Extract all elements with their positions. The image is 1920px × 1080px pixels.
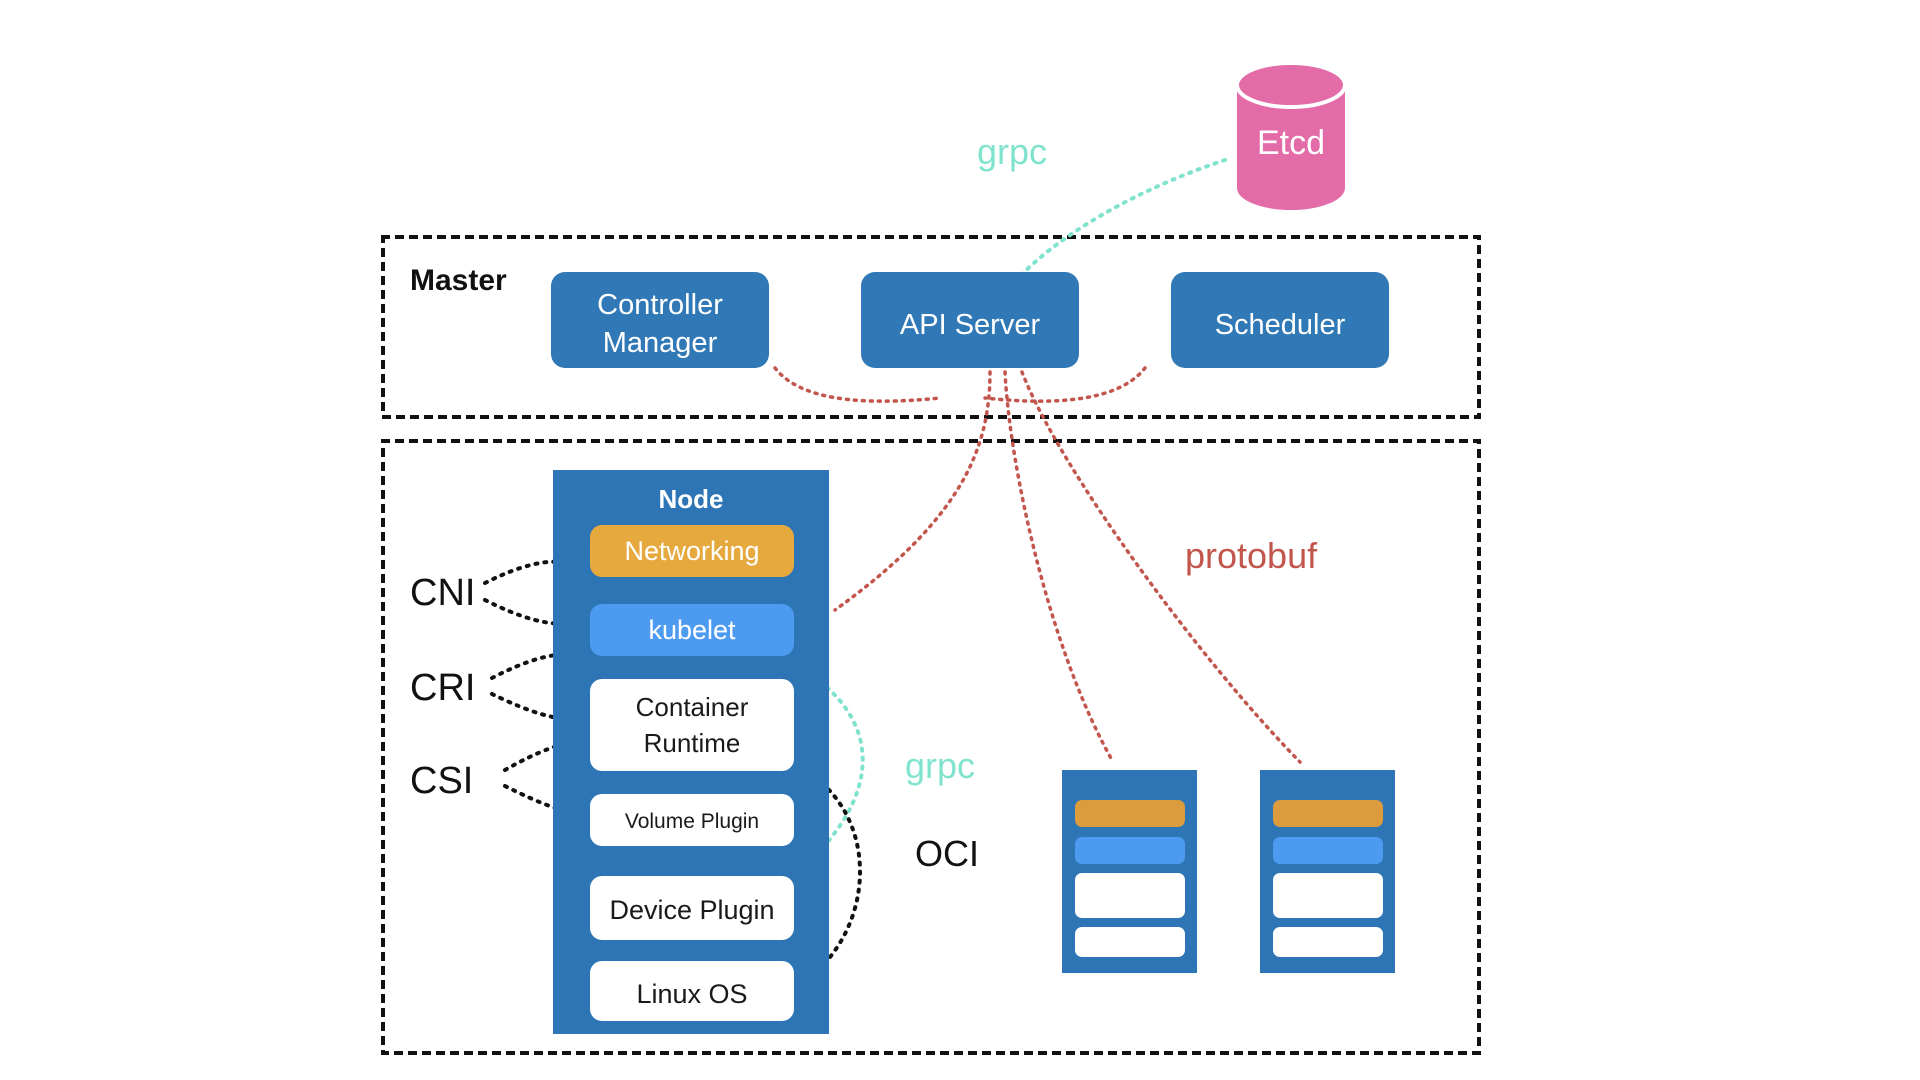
node-column[interactable]: Node Networking kubelet Container Runtim… xyxy=(553,470,829,1034)
node-linux-os-box[interactable]: Linux OS xyxy=(590,961,794,1021)
node-container-runtime-rect xyxy=(590,679,794,771)
node-kubelet-rect xyxy=(590,604,794,656)
connector-apiserver-scheduler xyxy=(983,366,1147,403)
node-volume-plugin-box[interactable]: Volume Plugin xyxy=(590,794,794,846)
pod-box-2[interactable] xyxy=(1260,770,1395,973)
node-device-plugin-label: Device Plugin xyxy=(609,895,774,925)
scheduler-rect xyxy=(1171,272,1389,368)
api-server-box[interactable]: API Server xyxy=(861,272,1079,368)
node-label: Node xyxy=(659,484,724,514)
node-device-plugin-box[interactable]: Device Plugin xyxy=(590,876,794,940)
controller-manager-label-line1: Controller xyxy=(597,289,723,321)
scheduler-label: Scheduler xyxy=(1215,309,1346,341)
node-kubelet-box[interactable]: kubelet xyxy=(590,604,794,656)
node-volume-plugin-label: Volume Plugin xyxy=(625,810,759,833)
node-linux-os-label: Linux OS xyxy=(636,979,747,1009)
connector-apiserver-pod1 xyxy=(1003,370,1114,762)
connector-apiserver-kubelet xyxy=(833,370,992,612)
pod-1-stripe-white-tall xyxy=(1075,873,1185,918)
pod-2-stripe-white-tall xyxy=(1273,873,1383,918)
pod-2-stripe-amber xyxy=(1273,800,1383,827)
protocol-label-grpc-etcd: grpc xyxy=(977,131,1047,172)
protocol-label-protobuf: protobuf xyxy=(1185,535,1318,576)
pod-1-stripe-blue xyxy=(1075,837,1185,864)
master-label: Master xyxy=(410,264,507,297)
connector-apiserver-controllermanager xyxy=(773,366,942,403)
pod-1-stripe-white-short xyxy=(1075,927,1185,957)
interface-label-cni: CNI xyxy=(410,572,475,614)
connector-oci xyxy=(798,766,862,987)
pod-box-1[interactable] xyxy=(1062,770,1197,973)
etcd-body xyxy=(1237,85,1345,210)
protocol-label-oci: OCI xyxy=(915,833,979,874)
pod-1-stripe-amber xyxy=(1075,800,1185,827)
controller-manager-box[interactable]: Controller Manager xyxy=(551,272,769,368)
node-container-runtime-box[interactable]: Container Runtime xyxy=(590,679,794,771)
master-boundary xyxy=(381,235,1481,419)
etcd-top xyxy=(1235,61,1347,109)
interface-label-csi: CSI xyxy=(410,760,473,802)
node-container-runtime-label-line2: Runtime xyxy=(644,728,741,758)
node-networking-rect xyxy=(590,525,794,577)
api-server-rect xyxy=(861,272,1079,368)
node-container-runtime-label-line1: Container xyxy=(636,692,749,722)
pod-2-stripe-blue xyxy=(1273,837,1383,864)
pod-2-stripe-white-short xyxy=(1273,927,1383,957)
interface-label-cri: CRI xyxy=(410,667,475,709)
etcd-cylinder[interactable]: Etcd xyxy=(1235,61,1347,210)
protocol-label-grpc-cri: grpc xyxy=(905,745,975,786)
node-networking-label: Networking xyxy=(624,536,759,566)
node-networking-box[interactable]: Networking xyxy=(590,525,794,577)
node-linux-os-rect xyxy=(590,961,794,1021)
etcd-label: Etcd xyxy=(1257,124,1325,162)
controller-manager-rect xyxy=(551,272,769,368)
node-kubelet-label: kubelet xyxy=(648,615,736,645)
connector-apiserver-pod2 xyxy=(1020,370,1302,764)
node-boundary xyxy=(381,439,1481,1055)
node-device-plugin-rect xyxy=(590,876,794,940)
node-volume-plugin-rect xyxy=(590,794,794,846)
scheduler-box[interactable]: Scheduler xyxy=(1171,272,1389,368)
controller-manager-label-line2: Manager xyxy=(603,327,718,359)
api-server-label: API Server xyxy=(900,309,1041,341)
